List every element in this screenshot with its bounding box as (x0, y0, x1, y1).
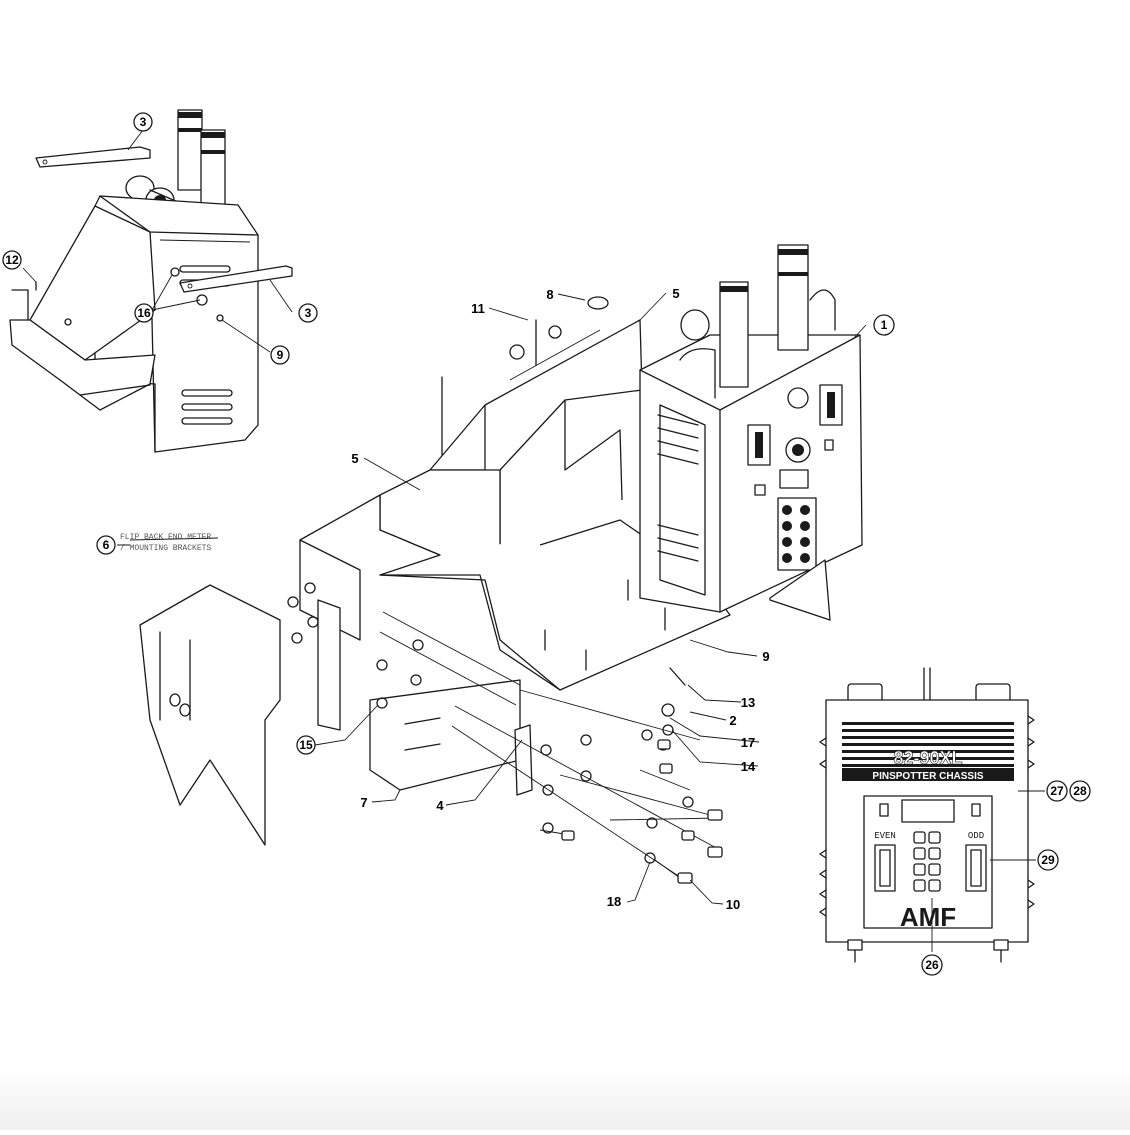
svg-text:3: 3 (305, 306, 312, 320)
label-2: 2 (729, 713, 736, 728)
callout-16: 16 (134, 303, 154, 323)
label-8: 8 (546, 287, 553, 302)
label-7: 7 (360, 795, 367, 810)
chassis-front-view (819, 667, 1035, 963)
label-5-left: 5 (351, 451, 358, 466)
main-assembly (139, 244, 863, 884)
svg-text:26: 26 (925, 958, 939, 972)
callout-3-top: 3 (133, 112, 153, 132)
chassis-subtitle: PINSPOTTER CHASSIS (872, 771, 983, 782)
svg-text:1: 1 (881, 318, 888, 332)
callout-9-inset: 9 (270, 345, 290, 365)
callout-29: 29 (1037, 849, 1059, 871)
callout-27: 27 (1046, 780, 1068, 802)
note-6-line-2: / MOUNTING BRACKETS (120, 544, 211, 553)
callout-15: 15 (296, 735, 316, 755)
odd-label: ODD (968, 831, 984, 841)
amf-logo: AMF (900, 902, 956, 932)
label-10: 10 (726, 897, 740, 912)
label-4: 4 (436, 798, 444, 813)
svg-text:12: 12 (5, 253, 19, 267)
labels: 5 8 11 5 9 13 2 17 14 7 4 18 10 (351, 286, 769, 912)
label-18: 18 (607, 894, 621, 909)
chassis-model: 82-90XL (893, 748, 962, 768)
svg-text:27: 27 (1050, 784, 1064, 798)
callout-12: 12 (2, 250, 22, 270)
svg-text:3: 3 (140, 115, 147, 129)
label-9-main: 9 (762, 649, 769, 664)
label-13: 13 (741, 695, 755, 710)
callout-26: 26 (921, 954, 943, 976)
bottom-fade (0, 1068, 1130, 1130)
callout-3-right: 3 (298, 303, 318, 323)
note-6: FLIP BACK END METER / MOUNTING BRACKETS (120, 533, 211, 553)
svg-text:28: 28 (1073, 784, 1087, 798)
label-5-top: 5 (672, 286, 679, 301)
callout-6: 6 (96, 535, 116, 555)
svg-text:29: 29 (1041, 853, 1055, 867)
leader-lines (22, 129, 1045, 952)
label-17: 17 (741, 735, 755, 750)
label-14: 14 (741, 759, 756, 774)
svg-text:16: 16 (137, 306, 151, 320)
inset-assembly (9, 109, 293, 453)
callout-28: 28 (1069, 780, 1091, 802)
chassis-front-text: 82-90XL PINSPOTTER CHASSIS EVEN ODD AMF (872, 748, 984, 932)
svg-text:9: 9 (277, 348, 284, 362)
callouts: 3 12 16 3 9 1 6 15 26 27 28 29 (2, 112, 1091, 976)
note-6-line-1: FLIP BACK END METER (120, 533, 211, 542)
svg-text:15: 15 (299, 738, 313, 752)
label-11: 11 (471, 301, 485, 316)
svg-text:6: 6 (103, 538, 110, 552)
callout-1: 1 (873, 314, 895, 336)
even-label: EVEN (874, 831, 896, 841)
